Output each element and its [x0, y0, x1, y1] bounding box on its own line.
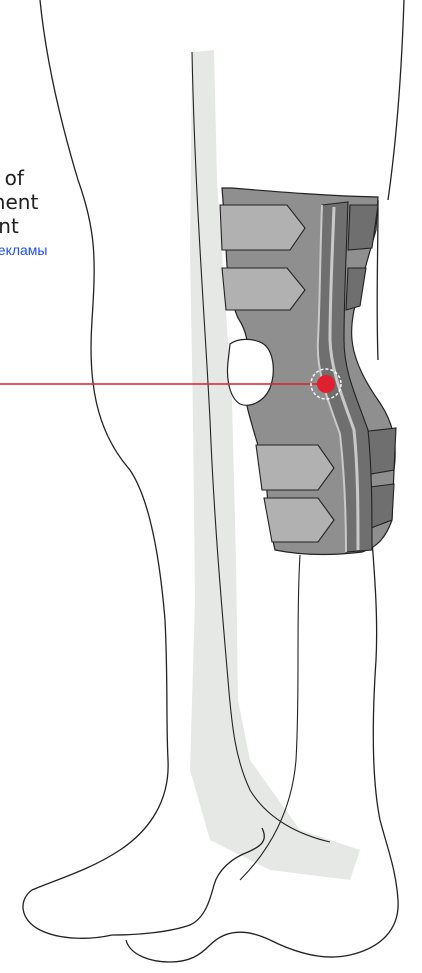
ad-link[interactable]: рекламы [0, 242, 120, 258]
right-foot-outline [126, 932, 270, 962]
patella-opening [228, 339, 274, 405]
upper-strap-2 [222, 268, 305, 310]
upper-strap-1 [220, 205, 305, 250]
ad-link-label: рекламы [0, 242, 48, 258]
caption-line-1: e of [0, 166, 136, 190]
caption-line-2: ment [0, 190, 136, 214]
caption-line-3: ent [0, 214, 136, 238]
upper-strap-1-tail [348, 205, 378, 250]
upper-strap-2-tail [346, 268, 366, 310]
front-leg-outline [23, 0, 168, 938]
hotspot-dot-icon[interactable] [317, 375, 335, 393]
feature-caption: e of ment ent [0, 166, 150, 238]
lower-strap-1 [256, 445, 334, 490]
